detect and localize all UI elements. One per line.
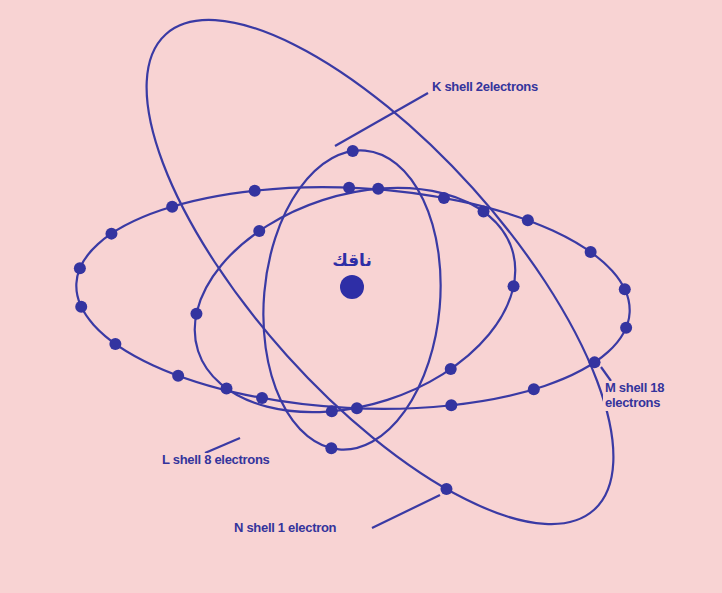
electron-dot xyxy=(508,280,520,292)
electron-dot xyxy=(372,183,384,195)
m-shell-orbit xyxy=(71,174,636,423)
nucleus: ناقك xyxy=(326,250,378,300)
electron-dot xyxy=(326,405,338,417)
electron-dot xyxy=(620,322,632,334)
electron-dot xyxy=(478,206,490,218)
electron-dot xyxy=(256,392,268,404)
electron-dot xyxy=(343,182,355,194)
electron-dot xyxy=(190,308,202,320)
n-shell-orbit xyxy=(73,0,687,593)
leader-line xyxy=(335,93,428,146)
electron-dot xyxy=(528,383,540,395)
shell-label: K shell 2electrons xyxy=(430,80,540,95)
l-shell-orbit xyxy=(166,149,545,451)
electron-dot xyxy=(74,262,86,274)
electron-dot xyxy=(445,363,457,375)
electron-dot xyxy=(253,225,265,237)
electron-dot xyxy=(522,214,534,226)
nucleus-dot xyxy=(340,275,364,299)
electron-dot xyxy=(75,301,87,313)
electron-dot xyxy=(445,399,457,411)
electron-dot xyxy=(351,402,363,414)
electron-dot xyxy=(440,483,452,495)
shell-label: N shell 1 electron xyxy=(232,521,338,536)
electron-dot xyxy=(166,201,178,213)
electron-dot xyxy=(619,283,631,295)
electron-dot xyxy=(438,192,450,204)
shell-label: L shell 8 electrons xyxy=(160,453,272,468)
electron-dot xyxy=(105,228,117,240)
electron-dot xyxy=(172,370,184,382)
electron-dot xyxy=(347,145,359,157)
electron-dot xyxy=(220,382,232,394)
electron-dot xyxy=(249,185,261,197)
leader-line xyxy=(601,367,611,381)
electron-dot xyxy=(585,246,597,258)
leader-line xyxy=(205,438,240,453)
nucleus-label: ناقك xyxy=(330,250,374,270)
electron-dot xyxy=(325,442,337,454)
leader-line xyxy=(372,495,440,528)
electron-dot xyxy=(109,338,121,350)
electron-dot xyxy=(589,356,601,368)
shell-label: M shell 18 electrons xyxy=(603,381,703,411)
nucleus-dot xyxy=(339,274,365,300)
